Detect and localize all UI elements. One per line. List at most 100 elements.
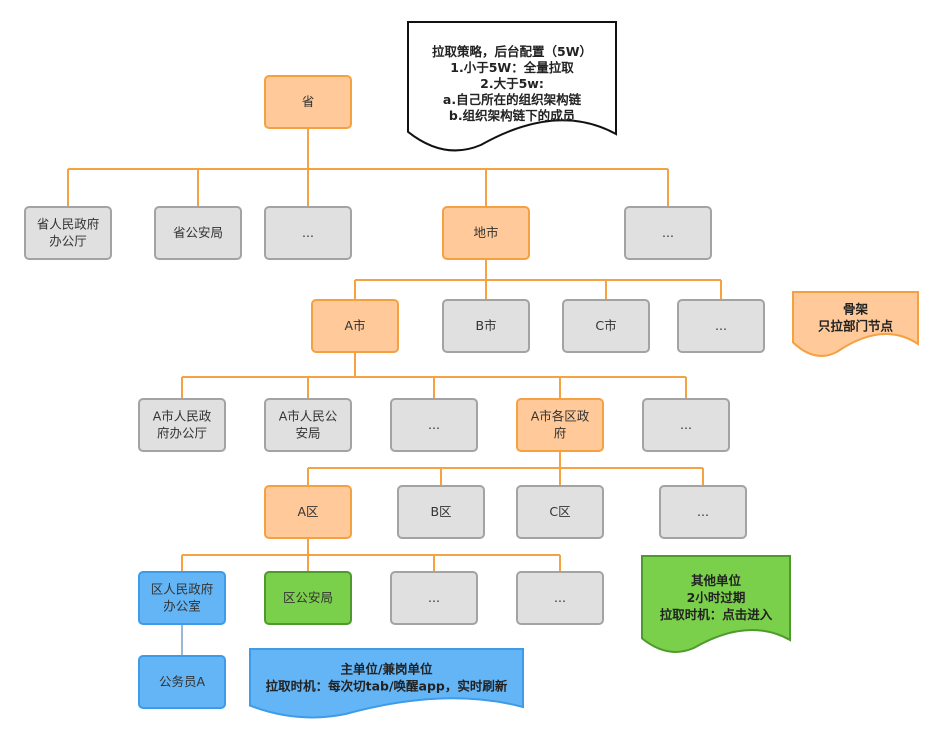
connector [181,538,561,572]
label: 省 [302,94,315,109]
label-line: 2.大于5w: [480,76,544,91]
label-line: C区 [549,504,570,519]
node-district-office[interactable]: 区人民政府办公室 [138,571,226,625]
label-line: 区公安局 [283,590,333,605]
node-a-district[interactable]: A区 [264,485,352,539]
label-line: 2小时过期 [687,590,746,605]
label: 省人民政府办公厅 [37,217,100,249]
node-sheng-police[interactable]: 省公安局 [154,206,242,260]
label-line: b.组织架构链下的成员 [449,108,576,123]
node-box [264,206,352,260]
node-box [311,299,399,353]
label: ... [697,504,709,519]
label-line: ... [302,225,314,240]
node-district-more2[interactable]: ... [516,571,604,625]
node-dishi[interactable]: 地市 [442,206,530,260]
label-line: 省公安局 [173,225,223,240]
node-box [24,206,112,260]
label-line: 公务员A [159,674,206,689]
label: 骨架只拉部门节点 [818,302,894,334]
label: ... [680,417,692,432]
label-line: ... [697,504,709,519]
label-line: a.自己所在的组织架构链 [443,92,582,107]
node-box [264,485,352,539]
label-line: ... [428,590,440,605]
label: ... [662,225,674,240]
node-c-district[interactable]: C区 [516,485,604,539]
node-box [562,299,650,353]
label-line: A市人民公 [279,409,338,424]
connector-lines [67,128,722,656]
label: 区公安局 [283,590,333,605]
label: 省公安局 [173,225,223,240]
label-line: 1.小于5W：全量拉取 [450,60,574,75]
node-box [642,398,730,452]
label-line: ... [662,225,674,240]
node-sheng-more2[interactable]: ... [624,206,712,260]
label-line: 省人民政府 [37,217,100,232]
label: 主单位/兼岗单位拉取时机：每次切tab/唤醒app，实时刷新 [266,662,508,694]
label: 公务员A [159,674,206,689]
label: ... [302,225,314,240]
node-box [264,571,352,625]
label: C区 [549,504,570,519]
node-box [442,299,530,353]
label-line: 拉取时机：点击进入 [660,607,773,622]
node-box [677,299,765,353]
label-line: 拉取策略，后台配置（5W） [432,44,592,59]
label-line: 主单位/兼岗单位 [340,662,433,677]
node-b-city[interactable]: B市 [442,299,530,353]
label-line: B区 [430,504,451,519]
node-a-city-office[interactable]: A市人民政府办公厅 [138,398,226,452]
label-line: ... [554,590,566,605]
node-box [264,75,352,129]
note-shape [249,648,524,719]
label-line: B市 [475,318,496,333]
node-b-district[interactable]: B区 [397,485,485,539]
node-district-more[interactable]: ... [659,485,747,539]
label-line: 骨架 [843,302,869,317]
label: ... [715,318,727,333]
label-line: 安局 [295,426,320,441]
label: 其他单位 2小时过期拉取时机：点击进入 [660,573,773,622]
node-district-more1[interactable]: ... [390,571,478,625]
node-district-police[interactable]: 区公安局 [264,571,352,625]
label-line: ... [428,417,440,432]
label: A市各区政府 [531,409,590,441]
node-a-city-more2[interactable]: ... [642,398,730,452]
connector [181,352,687,399]
label-line: C市 [595,318,616,333]
label: C市 [595,318,616,333]
node-c-city[interactable]: C市 [562,299,650,353]
label: B市 [475,318,496,333]
label-line: 其他单位 [691,573,742,588]
label: ... [554,590,566,605]
node-box [516,485,604,539]
node-sheng-more[interactable]: ... [264,206,352,260]
label-line: 府 [554,426,567,441]
note-skeleton: 骨架只拉部门节点 [792,291,919,357]
node-box [138,655,226,709]
label: A区 [297,504,318,519]
label-line: ... [680,417,692,432]
node-city-more[interactable]: ... [677,299,765,353]
node-civil-servant[interactable]: 公务员A [138,655,226,709]
node-sheng-office[interactable]: 省人民政府办公厅 [24,206,112,260]
connector [354,259,722,300]
connector [307,451,704,486]
node-a-city-more[interactable]: ... [390,398,478,452]
label-line: A市 [344,318,365,333]
note-shape [641,555,791,653]
node-a-city-districts[interactable]: A市各区政府 [516,398,604,452]
node-a-city[interactable]: A市 [311,299,399,353]
label-line: A市各区政 [531,409,590,424]
node-sheng[interactable]: 省 [264,75,352,129]
label: ... [428,417,440,432]
node-box [390,571,478,625]
label: B区 [430,504,451,519]
label-line: 办公厅 [49,234,87,249]
node-a-city-police[interactable]: A市人民公安局 [264,398,352,452]
